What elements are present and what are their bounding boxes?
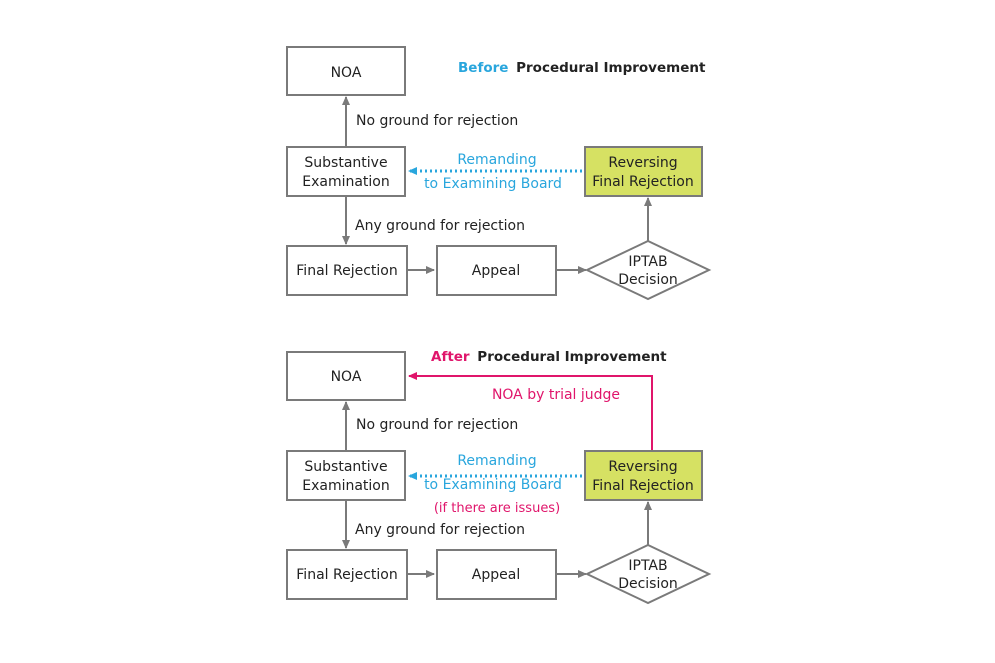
after-final-rejection-label: Final Rejection <box>296 567 397 583</box>
after-noa-label: NOA <box>331 369 362 385</box>
before-noa-box <box>286 46 406 96</box>
before-iptab-line1: IPTAB <box>628 254 667 270</box>
before-final-rejection-label: Final Rejection <box>296 263 397 279</box>
before-final-rejection-box <box>286 245 408 296</box>
after-substantive-line2: Examination <box>302 478 390 494</box>
before-iptab-line2: Decision <box>618 272 678 288</box>
after-reversing-line1: Reversing <box>608 459 677 475</box>
before-reversing-line1: Reversing <box>608 155 677 171</box>
before-title-rest: Procedural Improvement <box>516 60 706 76</box>
after-title-rest: Procedural Improvement <box>477 349 667 365</box>
after-iptab-diamond <box>584 543 712 605</box>
after-noa-by-judge-label: NOA by trial judge <box>492 387 620 403</box>
before-remanding-line1: Remanding <box>457 152 536 168</box>
after-remanding-line2: to Examining Board <box>424 477 562 493</box>
after-reversing-box <box>584 450 703 501</box>
after-substantive-box <box>286 450 406 501</box>
after-noa-box <box>286 351 406 401</box>
after-remanding-line1: Remanding <box>457 453 536 469</box>
before-iptab-diamond <box>584 239 712 301</box>
after-title-prefix: After <box>431 349 470 365</box>
before-substantive-box <box>286 146 406 197</box>
after-no-ground-label: No ground for rejection <box>356 417 518 433</box>
before-title: Before Procedural Improvement <box>458 60 706 76</box>
before-appeal-box <box>436 245 557 296</box>
after-appeal-label: Appeal <box>472 567 520 583</box>
after-reversing-line2: Final Rejection <box>592 478 693 494</box>
after-diagram: After Procedural Improvement NOA NOA by … <box>286 349 712 605</box>
before-noa-label: NOA <box>331 65 362 81</box>
before-title-prefix: Before <box>458 60 508 76</box>
after-title: After Procedural Improvement <box>431 349 667 365</box>
after-noa-by-judge-arrow <box>408 372 653 451</box>
before-any-ground-label: Any ground for rejection <box>355 218 525 234</box>
before-substantive-line1: Substantive <box>304 155 387 171</box>
after-if-issues-label: (if there are issues) <box>434 501 560 516</box>
after-iptab-line1: IPTAB <box>628 558 667 574</box>
before-reversing-box <box>584 146 703 197</box>
after-iptab-line2: Decision <box>618 576 678 592</box>
after-any-ground-label: Any ground for rejection <box>355 522 525 538</box>
before-no-ground-label: No ground for rejection <box>356 113 518 129</box>
before-reversing-line2: Final Rejection <box>592 174 693 190</box>
before-remanding-line2: to Examining Board <box>424 176 562 192</box>
before-appeal-label: Appeal <box>472 263 520 279</box>
before-substantive-line2: Examination <box>302 174 390 190</box>
after-substantive-line1: Substantive <box>304 459 387 475</box>
before-diagram: Before Procedural Improvement NOA No gro… <box>286 46 712 301</box>
